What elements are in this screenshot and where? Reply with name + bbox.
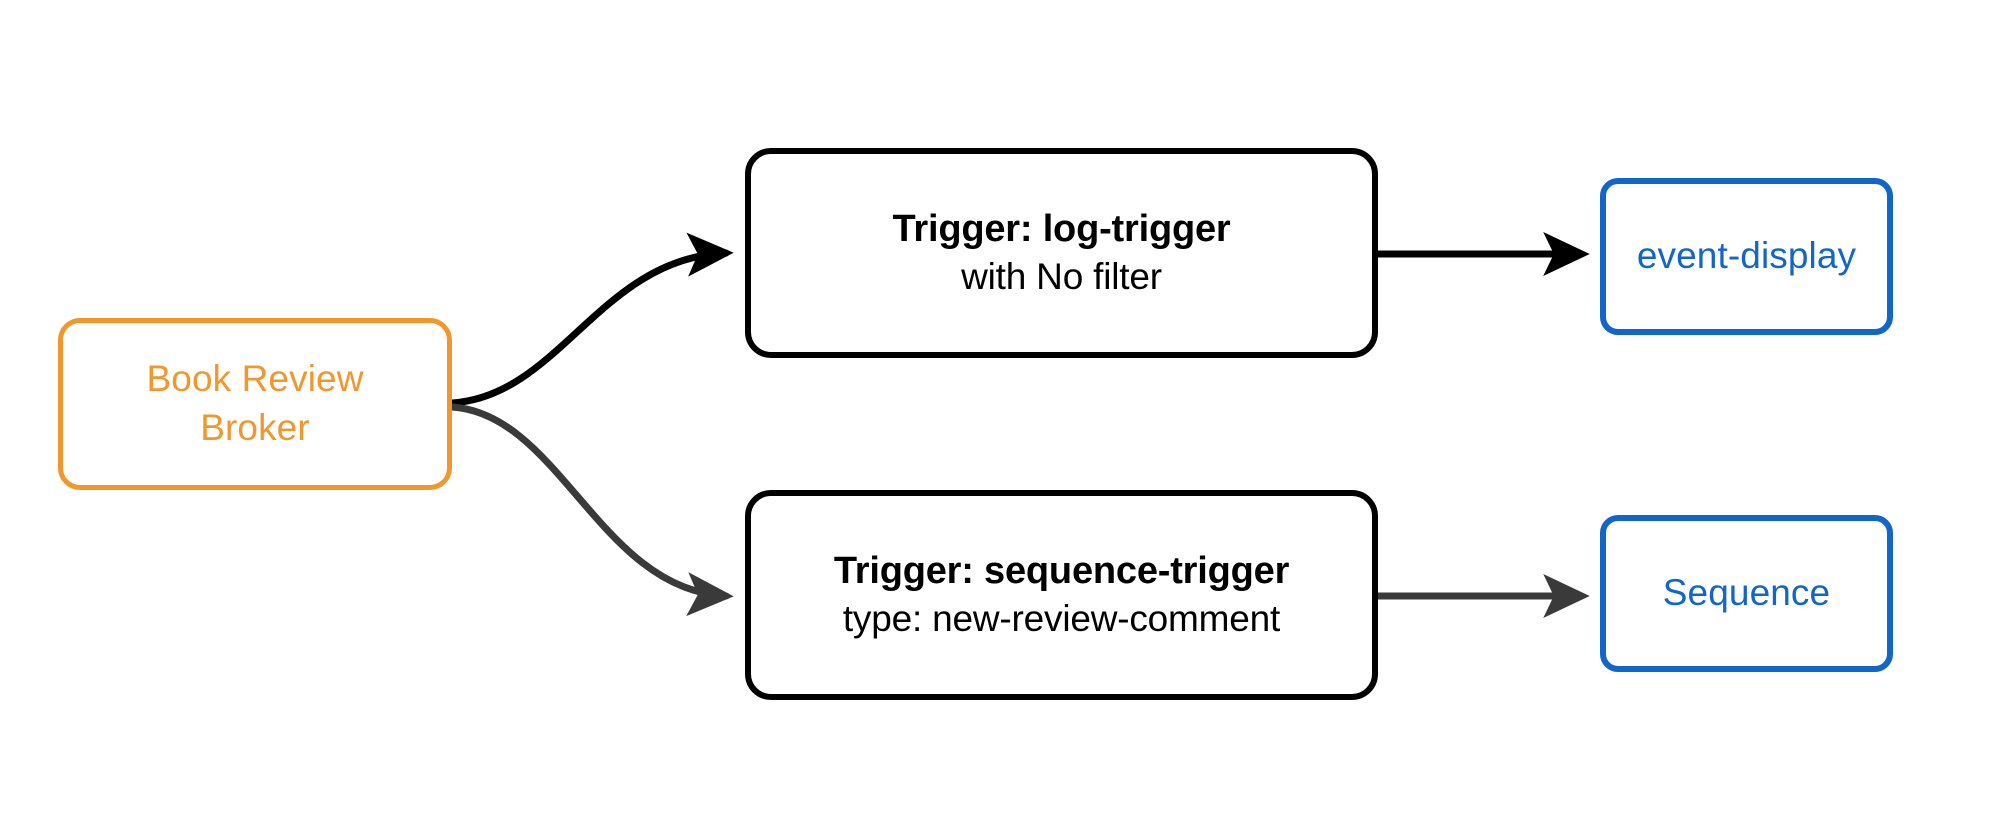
broker-label-line1: Book Review xyxy=(146,358,364,400)
node-trigger-sequence-trigger[interactable]: Trigger: sequence-trigger type: new-revi… xyxy=(745,490,1378,700)
edge-broker-to-sequence-trigger xyxy=(448,403,734,617)
node-book-review-broker[interactable]: Book Review Broker xyxy=(58,318,452,490)
node-trigger-log-trigger[interactable]: Trigger: log-trigger with No filter xyxy=(745,148,1378,358)
trigger-log-title: Trigger: log-trigger xyxy=(892,207,1231,250)
event-display-label: event-display xyxy=(1636,235,1857,277)
edge-broker-to-log-trigger xyxy=(448,232,734,407)
sequence-label: Sequence xyxy=(1662,572,1831,614)
node-sequence[interactable]: Sequence xyxy=(1600,515,1893,672)
trigger-sequence-subtitle: type: new-review-comment xyxy=(842,597,1281,639)
trigger-log-subtitle: with No filter xyxy=(961,255,1162,297)
broker-label-line2: Broker xyxy=(200,407,310,448)
trigger-sequence-title: Trigger: sequence-trigger xyxy=(833,549,1290,592)
node-event-display[interactable]: event-display xyxy=(1600,178,1893,335)
